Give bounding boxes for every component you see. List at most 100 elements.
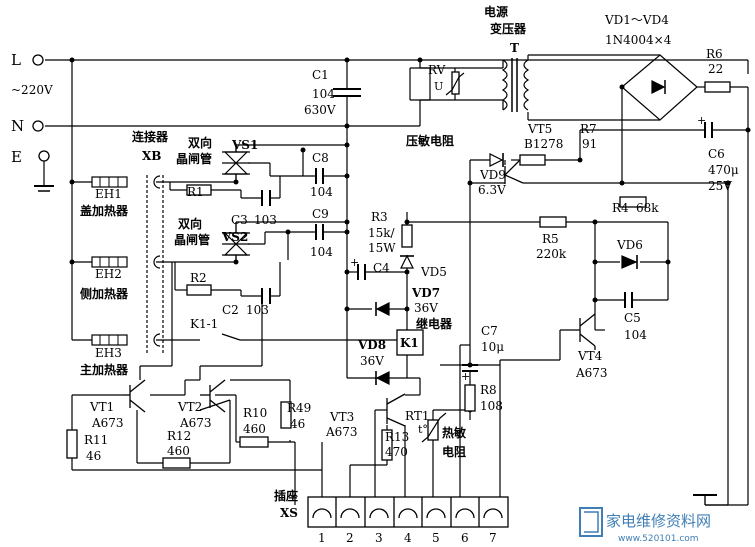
- r10-value: 460: [243, 422, 266, 436]
- thermistor-rt1: RT1 t° 热敏 电阻: [405, 409, 467, 459]
- c1-voltage: 630V: [304, 103, 336, 117]
- vd7-value: 36V: [414, 301, 438, 315]
- vt1-ref: VT1: [89, 400, 114, 414]
- r49-value: 46: [290, 417, 305, 431]
- transistor-vt3: VT3 A673: [325, 393, 406, 439]
- capacitor-c2: C2 103: [222, 288, 271, 317]
- r5-value: 220k: [536, 247, 567, 261]
- c1-value: 104: [312, 87, 335, 101]
- svg-text:+: +: [697, 114, 706, 127]
- pin-5: 5: [432, 531, 440, 545]
- eh2-desc: 侧加热器: [80, 286, 129, 301]
- pin-6: 6: [461, 531, 469, 545]
- vt4-value: A673: [575, 366, 608, 380]
- vt2-ref: VT2: [177, 400, 202, 414]
- vd8-value: 36V: [360, 354, 384, 368]
- watermark-url: www.520101.com: [618, 534, 699, 544]
- capacitor-c8: C8 104: [310, 151, 333, 199]
- r5-ref: R5: [542, 232, 559, 246]
- zener-vd7: VD7 36V: [375, 286, 440, 316]
- transistor-vt5: VT5 B1278: [504, 122, 563, 184]
- r2-ref: R2: [190, 271, 207, 285]
- terminal-e: [38, 150, 50, 162]
- label-l: L: [11, 51, 21, 69]
- vd7-ref: VD7: [411, 286, 440, 300]
- vs1-desc-1: 双向: [188, 135, 212, 150]
- r7-ref: R7: [580, 122, 597, 136]
- resistor-r8: R8 108: [464, 383, 503, 413]
- resistor-r3: R3 15k/ 15W: [368, 210, 413, 255]
- resistor-r4: R4 68k: [612, 196, 659, 215]
- c9-ref: C9: [312, 207, 329, 221]
- r49-ref: R49: [287, 401, 311, 415]
- resistor-r49: R49 46: [280, 401, 311, 431]
- capacitor-c4: + C4: [350, 256, 390, 280]
- relay-k1: K1 继电器: [396, 316, 453, 356]
- triac-vs2: [222, 222, 250, 262]
- eh3-ref: EH3: [95, 346, 122, 360]
- terminal-l: [32, 54, 44, 66]
- vt3-value: A673: [325, 425, 358, 439]
- label-voltage: ~220V: [11, 83, 53, 97]
- svg-text:+: +: [350, 256, 359, 269]
- zener-vd9: VD9 6.3V: [478, 153, 506, 197]
- mains-terminals: L ~220V N E: [11, 51, 54, 192]
- c7-ref: C7: [481, 324, 498, 338]
- r8-ref: R8: [480, 383, 497, 397]
- c3-ref: C3: [231, 213, 248, 227]
- vt4-ref: VT4: [577, 349, 603, 363]
- k1-1-ref: K1-1: [190, 317, 218, 331]
- c9-value: 104: [310, 245, 333, 259]
- junctions: [69, 57, 751, 413]
- r3-power: 15W: [368, 241, 396, 255]
- socket-xs: 插座 XS 1 2 3 4 5 6 7: [274, 488, 509, 545]
- r1-ref: R1: [187, 185, 204, 199]
- pin-7: 7: [489, 531, 497, 545]
- watermark-cn: 家电维修资料网: [606, 512, 711, 530]
- heater-eh1: EH1 盖加热器: [80, 176, 129, 218]
- rt1-ref: RT1: [405, 409, 429, 423]
- resistor-r13: R13 470: [381, 429, 409, 461]
- r13-value: 470: [385, 445, 408, 459]
- c8-value: 104: [310, 185, 333, 199]
- label-n: N: [11, 117, 24, 135]
- resistor-r10: R10 460: [239, 406, 269, 448]
- r4-value: 68k: [636, 201, 659, 215]
- bridge-rectifier: [621, 54, 698, 121]
- vt5-value: B1278: [524, 137, 563, 151]
- ground-symbol: [693, 494, 717, 505]
- transformer-ref: T: [510, 41, 519, 55]
- capacitor-c5: C5 104: [624, 292, 647, 342]
- rt1-desc-2: 电阻: [442, 444, 466, 459]
- r12-ref: R12: [167, 429, 191, 443]
- r11-ref: R11: [84, 433, 108, 447]
- rv-desc: 压敏电阻: [406, 133, 454, 148]
- c2-value: 103: [246, 303, 269, 317]
- k1-ref: K1: [400, 336, 419, 350]
- r8-value: 108: [480, 399, 503, 413]
- eh1-desc: 盖加热器: [80, 203, 129, 218]
- vt5-ref: VT5: [527, 122, 552, 136]
- vd6-ref: VD6: [616, 238, 643, 252]
- resistor-r12: R12 460: [162, 429, 191, 469]
- vs1-desc-2: 晶闸管: [176, 151, 212, 166]
- r6-value: 22: [708, 62, 723, 76]
- c6-ref: C6: [708, 147, 725, 161]
- c5-ref: C5: [624, 311, 641, 325]
- eh3-desc: 主加热器: [80, 362, 129, 377]
- r3-ref: R3: [371, 210, 388, 224]
- transformer-title-2: 变压器: [490, 21, 527, 36]
- relay-contact-k1-1: K1-1: [190, 317, 218, 331]
- label-e: E: [11, 148, 22, 166]
- vs2-ref: VS2: [221, 230, 248, 244]
- r10-ref: R10: [243, 406, 267, 420]
- transistor-vt4: VT4 A673: [575, 313, 608, 380]
- vs2-desc-1: 双向: [178, 216, 202, 231]
- eh1-ref: EH1: [95, 187, 122, 201]
- vt3-ref: VT3: [329, 410, 354, 424]
- bridge-label-2: 1N4004×4: [605, 33, 672, 47]
- zener-vd5: VD5: [400, 254, 447, 279]
- c3-value: 103: [254, 213, 277, 227]
- pin-1: 1: [318, 531, 326, 545]
- connector-ref: XB: [142, 149, 161, 163]
